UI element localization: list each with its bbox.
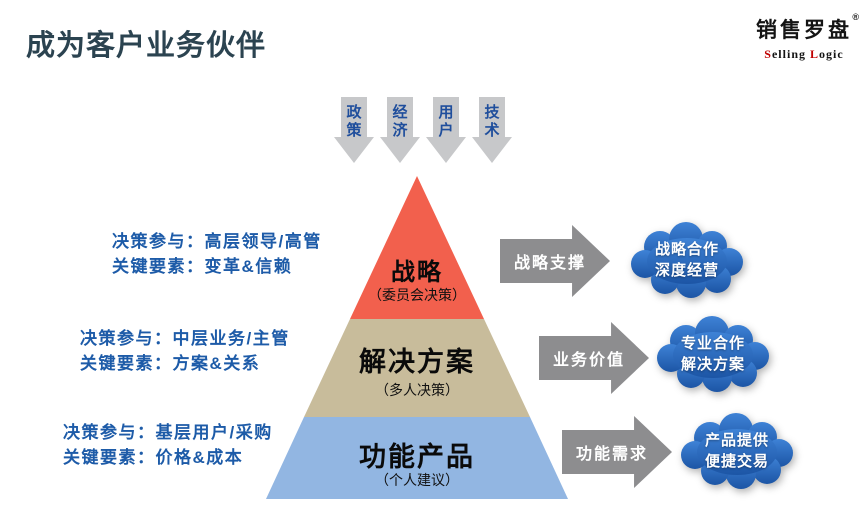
pyramid-tier-solution	[304, 319, 530, 417]
cloud-product-line2: 便捷交易	[704, 453, 769, 470]
cloud-product-provide: 产品提供 便捷交易	[678, 412, 796, 490]
note-top-line1: 决策参与：高层领导/高管	[112, 232, 322, 251]
note-bottom-level: 决策参与：基层用户/采购 关键要素：价格&成本	[63, 420, 273, 470]
cloud-professional-coop-text: 专业合作 解决方案	[654, 333, 772, 375]
brand-logo-cn: 销售罗盘 ®	[756, 12, 859, 44]
pyramid-label-solution: 解决方案	[359, 347, 475, 377]
value-arrow-business-label: 业务价值	[552, 352, 625, 369]
note-middle-line2: 关键要素：方案&关系	[80, 354, 261, 373]
cloud-product-provide-text: 产品提供 便捷交易	[678, 430, 796, 472]
env-arrow-economy-label: 经济	[392, 104, 408, 139]
env-arrow-user-label: 用户	[438, 104, 454, 139]
cloud-strategy-line1: 战略合作	[654, 241, 719, 258]
value-arrow-strategy-label: 战略支撑	[513, 255, 586, 272]
cloud-professional-line2: 解决方案	[680, 356, 745, 373]
brand-logo-en-l: L	[810, 47, 820, 61]
cloud-shape	[657, 316, 769, 392]
env-arrow-policy-label: 政策	[346, 104, 362, 139]
note-middle-level: 决策参与：中层业务/主管 关键要素：方案&关系	[80, 326, 290, 376]
note-top-line2: 关键要素：变革&信赖	[112, 257, 293, 276]
cloud-shape	[631, 222, 743, 298]
brand-logo: 销售罗盘 ® Selling Logic	[748, 12, 860, 62]
pyramid-tier-strategy	[350, 176, 484, 319]
brand-logo-en-s: S	[764, 47, 772, 61]
brand-logo-en-ogic: ogic	[819, 47, 844, 61]
pyramid-caption-solution: （多人决策）	[375, 384, 459, 399]
brand-logo-cn-text: 销售罗盘	[756, 19, 852, 42]
cloud-strategy-coop: 战略合作 深度经营	[628, 221, 746, 299]
pyramid-caption-strategy: （委员会决策）	[368, 289, 466, 304]
cloud-professional-line1: 专业合作	[680, 335, 745, 352]
cloud-strategy-line2: 深度经营	[654, 262, 719, 279]
note-top-level: 决策参与：高层领导/高管 关键要素：变革&信赖	[112, 229, 322, 279]
value-arrow-function-label: 功能需求	[575, 446, 648, 463]
note-bottom-line2: 关键要素：价格&成本	[63, 448, 244, 467]
page-title: 成为客户业务伙伴	[26, 30, 267, 62]
cloud-shape	[681, 413, 793, 489]
cloud-strategy-coop-text: 战略合作 深度经营	[628, 239, 746, 281]
note-bottom-line1: 决策参与：基层用户/采购	[63, 423, 273, 442]
env-arrow-technology-label: 技术	[484, 104, 500, 139]
registered-trademark-icon: ®	[852, 12, 862, 22]
brand-logo-en-elling: elling	[771, 47, 810, 61]
pyramid-label-product: 功能产品	[359, 442, 475, 472]
pyramid-caption-product: （个人建议）	[375, 474, 459, 489]
cloud-product-line1: 产品提供	[704, 432, 769, 449]
pyramid-label-strategy: 战略	[391, 259, 443, 286]
note-middle-line1: 决策参与：中层业务/主管	[80, 329, 290, 348]
pyramid-tier-product	[266, 417, 568, 499]
cloud-professional-coop: 专业合作 解决方案	[654, 315, 772, 393]
brand-logo-en: Selling Logic	[748, 47, 860, 62]
